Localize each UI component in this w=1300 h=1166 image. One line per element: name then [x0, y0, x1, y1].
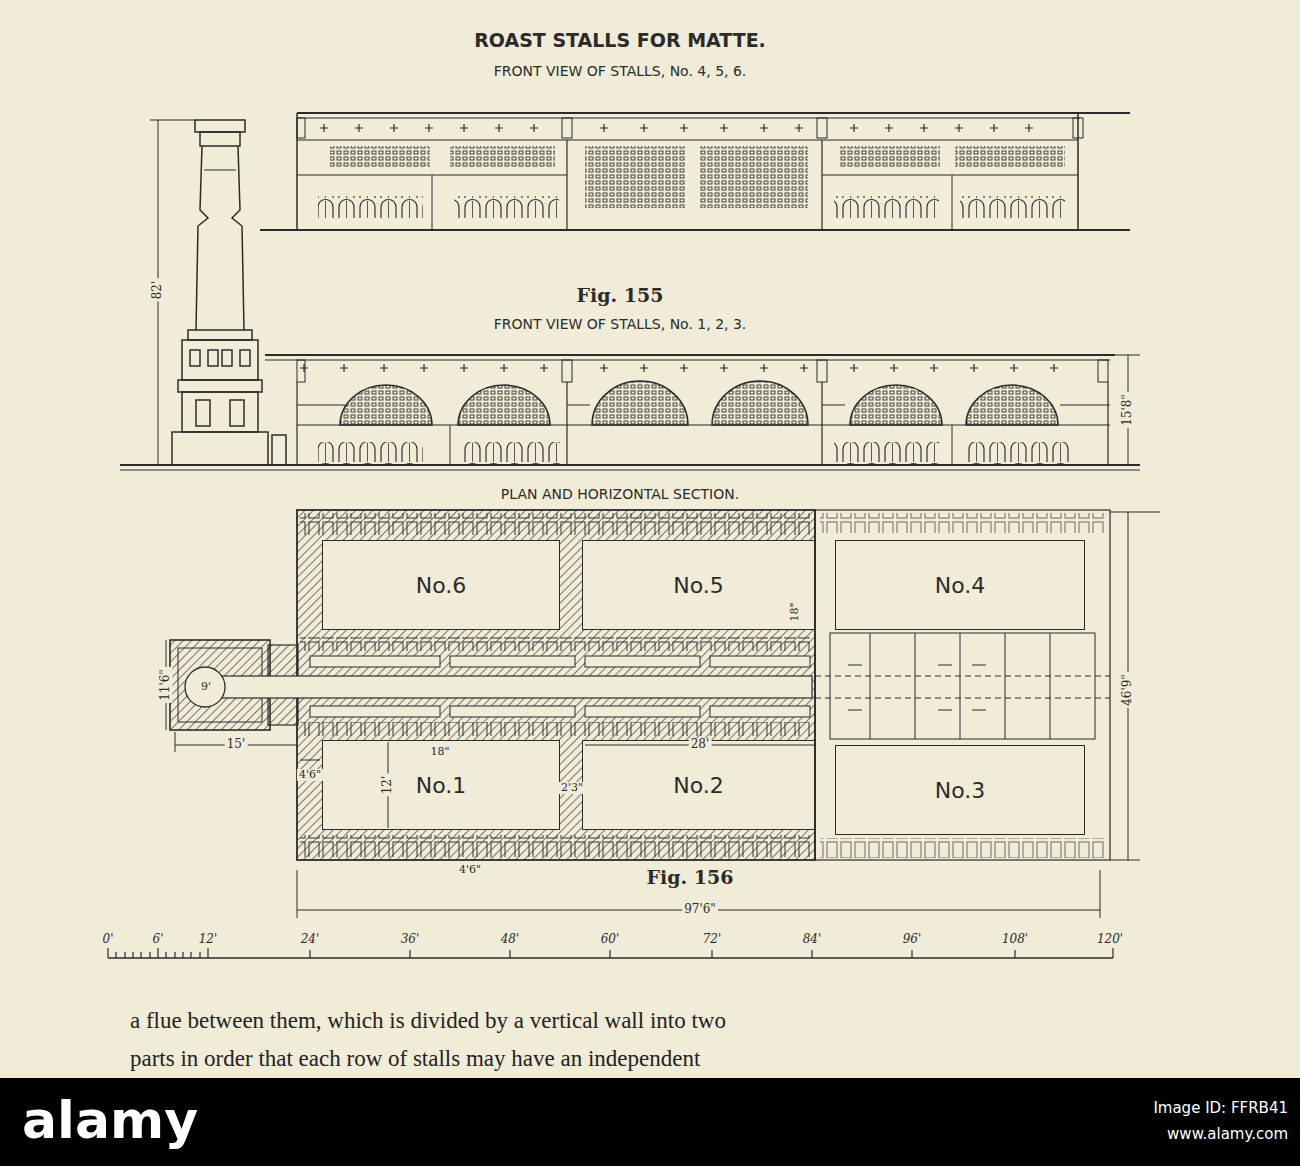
scale-mark: 84' [803, 933, 822, 946]
stall-number: No.2 [673, 773, 724, 798]
dimension: 18" [789, 600, 801, 623]
stall-number: No.3 [935, 778, 986, 803]
stall-box: No.5 [582, 540, 815, 630]
scale-mark: 120' [1097, 933, 1123, 946]
dimension: 82' [151, 279, 164, 302]
figure-number: Fig. 155 [577, 285, 664, 306]
scale-mark: 60' [601, 933, 620, 946]
watermark-logo: alamy [22, 1092, 198, 1149]
stall-number: No.6 [416, 573, 467, 598]
stall-box: No.3 [835, 745, 1085, 835]
stall-box: No.2 [582, 740, 815, 830]
body-text: a flue between them, which is divided by… [130, 1008, 726, 1033]
dimension: 9' [201, 681, 211, 693]
scale-mark: 48' [501, 933, 520, 946]
scale-bar [108, 948, 1113, 958]
watermark-bar [0, 1078, 1300, 1166]
view-heading: FRONT VIEW OF STALLS, No. 4, 5, 6. [494, 64, 747, 79]
image-id: Image ID: FFRB41 [1153, 1100, 1288, 1117]
dimension: 12' [381, 774, 394, 797]
view-heading: PLAN AND HORIZONTAL SECTION. [501, 487, 739, 502]
scale-mark: 108' [1002, 933, 1028, 946]
figure-number: Fig. 156 [645, 867, 736, 888]
diagram-title: ROAST STALLS FOR MATTE. [474, 30, 766, 51]
dimension: 97'6" [682, 903, 718, 916]
watermark-url: www.alamy.com [1167, 1126, 1288, 1143]
view-heading: FRONT VIEW OF STALLS, No. 1, 2, 3. [494, 317, 747, 332]
stall-number: No.4 [935, 573, 986, 598]
dimension-82 [150, 120, 195, 465]
body-text: parts in order that each row of stalls m… [130, 1046, 700, 1071]
dimension: 4'6" [457, 864, 483, 876]
scale-mark: 96' [903, 933, 922, 946]
stall-box: No.4 [835, 540, 1085, 630]
stall-box: No.6 [322, 540, 560, 630]
dimension: 4'6" [297, 769, 323, 781]
scale-mark: 6' [153, 933, 164, 946]
chimney [172, 120, 286, 465]
stall-number: No.5 [673, 573, 724, 598]
scale-mark: 36' [401, 933, 420, 946]
dimension: 11'6" [159, 667, 172, 703]
plan-dimensions [166, 512, 1160, 918]
dimension: 28' [689, 738, 712, 751]
front-view-upper [260, 113, 1130, 230]
scale-mark: 0' [103, 933, 114, 946]
scale-mark: 12' [199, 933, 218, 946]
dimension: 2'3" [559, 782, 585, 794]
dimension: 15' [225, 738, 248, 751]
stall-number: No.1 [416, 773, 467, 798]
dimension: 18" [428, 746, 451, 758]
dimension: 15'8" [1121, 392, 1134, 428]
plan-section [170, 510, 1110, 860]
dimension: 46'9" [1121, 672, 1134, 708]
scale-mark: 72' [703, 933, 722, 946]
front-view-lower [120, 355, 1140, 470]
scale-mark: 24' [301, 933, 320, 946]
